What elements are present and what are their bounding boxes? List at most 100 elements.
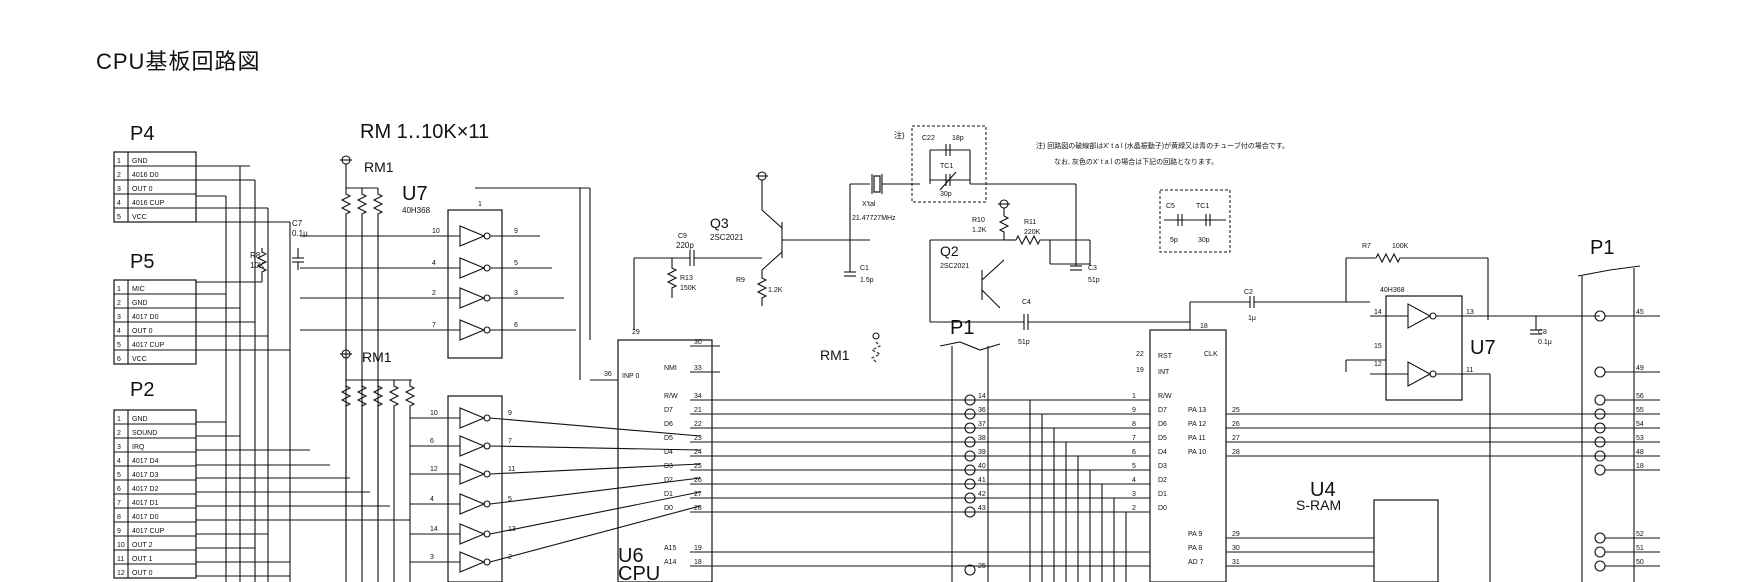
pin-number: 1 bbox=[117, 416, 121, 423]
pin-number: 3 bbox=[117, 186, 121, 193]
p4-table bbox=[113, 151, 197, 223]
pin-label: OUT 2 bbox=[132, 542, 153, 549]
pin-number: 39 bbox=[978, 449, 986, 456]
svg-text:R10: R10 bbox=[972, 217, 985, 224]
pin-number: 45 bbox=[1636, 309, 1644, 316]
pin-number: 3 bbox=[117, 444, 121, 451]
pin-number: 30 bbox=[1232, 545, 1240, 552]
q3-part: 2SC2021 bbox=[710, 233, 744, 242]
svg-text:18p: 18p bbox=[952, 135, 964, 142]
pin-number: 22 bbox=[694, 421, 702, 428]
pin-number: 50 bbox=[1636, 559, 1644, 566]
tc1-trimmer: TC1 30p bbox=[929, 150, 971, 198]
connector-pin bbox=[1594, 532, 1606, 544]
rm1-header: RM 1‥10K×11 bbox=[360, 121, 489, 143]
buffer bbox=[459, 407, 486, 429]
pin-number: 7 bbox=[1132, 435, 1136, 442]
pin-name: D1 bbox=[664, 491, 673, 498]
alt-circuit: C5 TC1 5p 30p bbox=[1164, 203, 1226, 244]
connector-pin bbox=[964, 478, 976, 490]
pin-number: 26 bbox=[694, 477, 702, 484]
svg-text:0.1μ: 0.1μ bbox=[292, 229, 308, 238]
svg-text:R8: R8 bbox=[250, 251, 261, 260]
u7-left-part: 40H368 bbox=[402, 206, 431, 215]
pin-number: 41 bbox=[978, 477, 986, 484]
pin-number: 10 bbox=[117, 542, 125, 549]
pin-number: 6 bbox=[1132, 449, 1136, 456]
p2-label: P2 bbox=[130, 379, 154, 401]
pin-number: 5 bbox=[508, 496, 512, 503]
pin-name: A14 bbox=[664, 559, 677, 566]
connector-pin bbox=[964, 408, 976, 420]
svg-text:10K: 10K bbox=[250, 261, 265, 270]
pin-label: VCC bbox=[132, 356, 147, 363]
pin-number: 4 bbox=[1132, 477, 1136, 484]
pin-number: 18 bbox=[694, 559, 702, 566]
pin-name: PA 10 bbox=[1188, 449, 1206, 456]
pin-number: 40 bbox=[978, 463, 986, 470]
pin-number: 54 bbox=[1636, 421, 1644, 428]
pin-number: 3 bbox=[1132, 491, 1136, 498]
pin-number: 14 bbox=[430, 526, 438, 533]
pin-number: 12 bbox=[117, 570, 125, 577]
pin-name: A15 bbox=[664, 545, 677, 552]
pin-number: 12 bbox=[430, 466, 438, 473]
pin-number: 52 bbox=[1636, 531, 1644, 538]
pin-name: D5 bbox=[664, 435, 673, 442]
connector-pin bbox=[1594, 394, 1606, 406]
pin-number: 34 bbox=[694, 393, 702, 400]
pin-number: 27 bbox=[694, 491, 702, 498]
q2-transistor: Q2 2SC2021 bbox=[929, 239, 1005, 322]
pin-name: PA 9 bbox=[1188, 531, 1202, 538]
pin-name: R/W bbox=[1158, 393, 1172, 400]
svg-text:30p: 30p bbox=[1198, 237, 1210, 244]
pin-name: D6 bbox=[1158, 421, 1167, 428]
connector-pin bbox=[1594, 464, 1606, 476]
svg-text:RM1: RM1 bbox=[364, 159, 394, 175]
rm1-small-symbol bbox=[870, 332, 882, 363]
svg-text:150K: 150K bbox=[680, 285, 697, 292]
connector-pin bbox=[1594, 366, 1606, 378]
pin-name: CLK bbox=[1204, 351, 1218, 358]
note-line-2: なお, 灰色のX' t a l の場合は下記の回路となります。 bbox=[1054, 157, 1218, 166]
buffer bbox=[459, 463, 486, 485]
pin-number: 9 bbox=[117, 528, 121, 535]
pin-number: 6 bbox=[117, 356, 121, 363]
pin-number: 53 bbox=[1636, 435, 1644, 442]
svg-text:5p: 5p bbox=[1170, 237, 1178, 244]
buffer bbox=[459, 551, 486, 573]
svg-text:C1: C1 bbox=[860, 265, 869, 272]
r7-resistor: R7 100K bbox=[1345, 243, 1489, 320]
u7-left-chip bbox=[447, 209, 503, 359]
c4-capacitor: C4 51p bbox=[930, 299, 1190, 346]
connector-pin bbox=[964, 422, 976, 434]
wire bbox=[489, 445, 701, 451]
svg-text:C2: C2 bbox=[1244, 289, 1253, 296]
pin-number: 3 bbox=[117, 314, 121, 321]
pin-number: 7 bbox=[117, 500, 121, 507]
u7-right-label: U7 bbox=[1470, 337, 1496, 359]
pin-number: 6 bbox=[430, 438, 434, 445]
pin-number: 37 bbox=[978, 421, 986, 428]
pin-number: 30 bbox=[694, 339, 702, 346]
pin-number: 3 bbox=[430, 554, 434, 561]
c22-tc1-dashed-box bbox=[911, 125, 987, 203]
pin-label: 4017 CUP bbox=[132, 528, 165, 535]
resistor bbox=[356, 188, 368, 560]
pin-name: D7 bbox=[1158, 407, 1167, 414]
u7-right-buffers: 14 13 12 11 15 bbox=[1345, 303, 1600, 582]
pin-name: D5 bbox=[1158, 435, 1167, 442]
u7-right-part: 40H368 bbox=[1380, 287, 1405, 294]
pin-number: 11 bbox=[117, 556, 124, 563]
svg-text:R11: R11 bbox=[1024, 219, 1036, 226]
pin-label: OUT 0 bbox=[132, 570, 153, 577]
wire bbox=[489, 491, 701, 535]
pin-number: 43 bbox=[978, 505, 986, 512]
c7-capacitor: C7 0.1μ bbox=[292, 219, 308, 270]
pin-label: MIC bbox=[132, 286, 145, 293]
